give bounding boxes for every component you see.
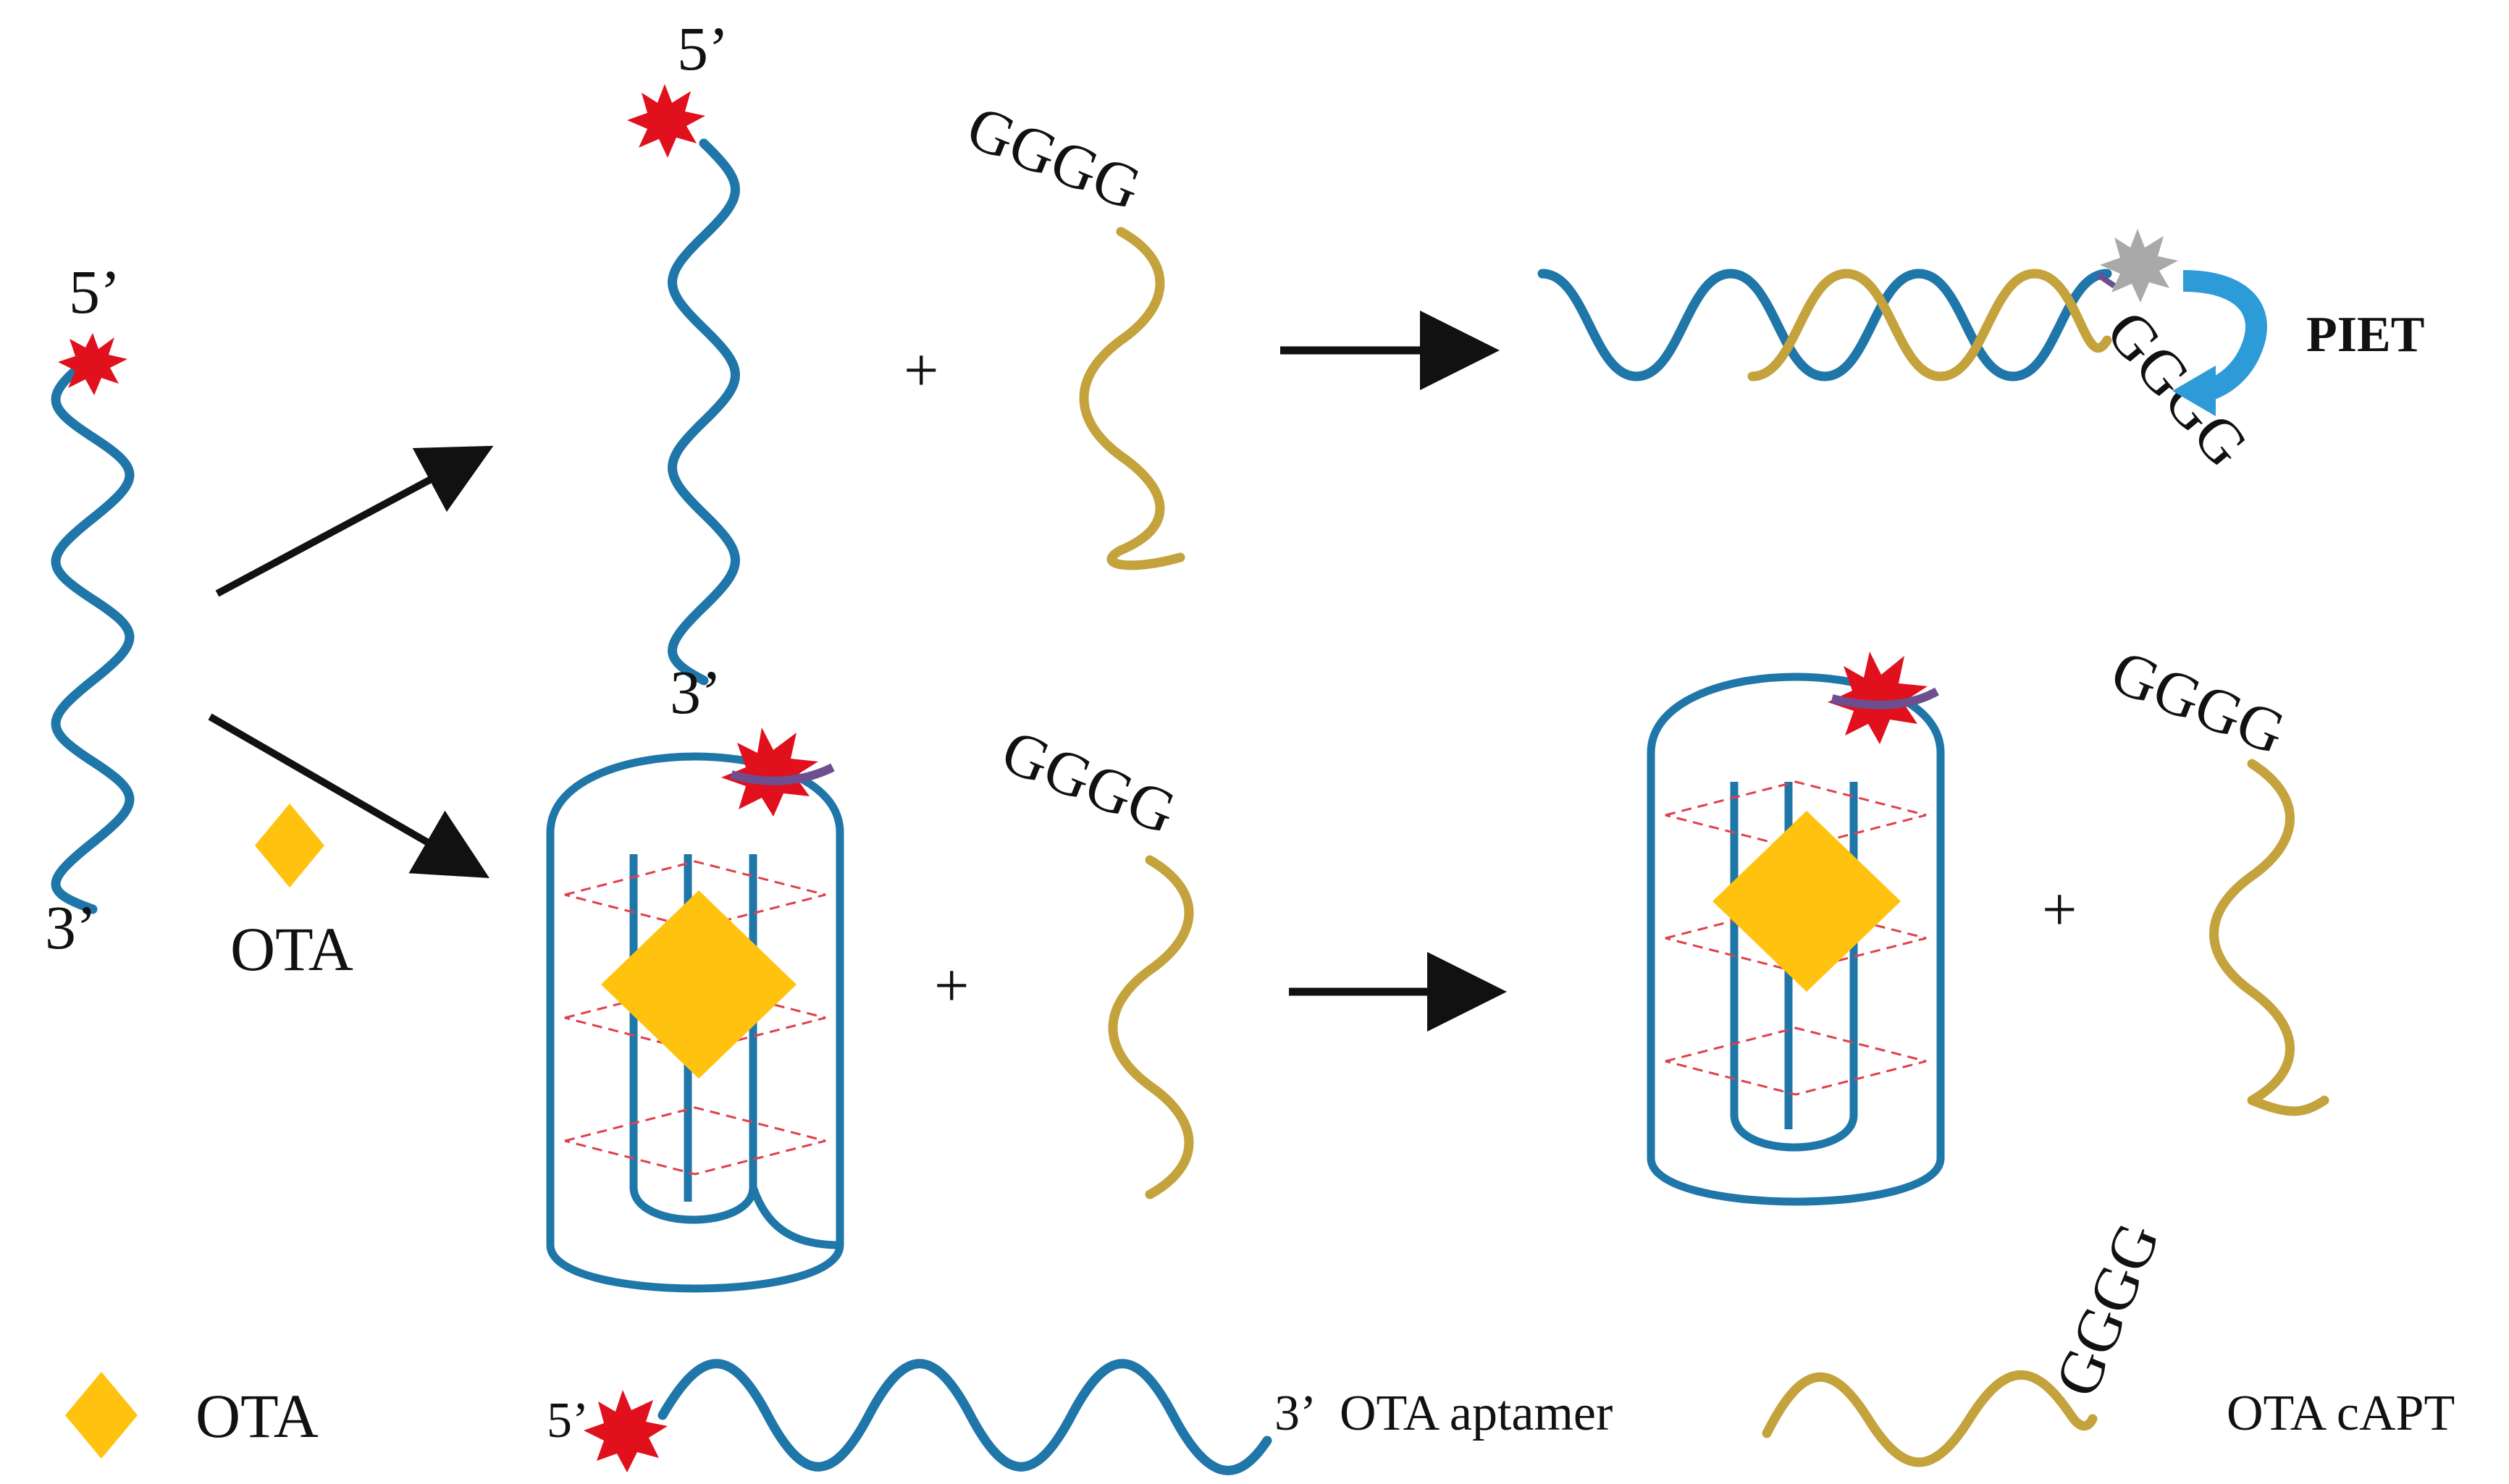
star-burst-icon [2100, 229, 2178, 303]
three-prime-label: 3’ [670, 657, 722, 727]
legend-five-prime: 5’ [547, 1393, 589, 1449]
aptamer-strand [51, 351, 135, 914]
legend: OTA 5’ 3’ OTA aptamer GGGG OTA cAPT [65, 1213, 2455, 1475]
star-burst-icon [1828, 652, 1928, 744]
plus-sign: + [904, 335, 939, 405]
overlap-band [1831, 687, 1939, 709]
legend-guanine-tail: GGGG [2041, 1213, 2173, 1406]
aptamer-strand [668, 138, 740, 686]
complementary-strand [1108, 855, 1194, 1200]
plus-sign: + [934, 950, 970, 1020]
aptamer-strand [657, 1359, 1272, 1475]
overlap-band [2096, 272, 2117, 289]
ota-label: OTA [230, 914, 353, 984]
guanine-tail-label: GGGG [2102, 636, 2295, 768]
legend-three-prime: 3’ [1274, 1386, 1316, 1441]
star-burst-icon [627, 84, 705, 158]
five-prime-label: 5’ [677, 14, 729, 83]
complementary-strand [1747, 269, 2112, 381]
star-burst-icon [58, 333, 127, 395]
diamond-icon [601, 890, 797, 1079]
top-row: 5’ 3’ + GGGG GGGG PIET [627, 14, 2424, 727]
diamond-icon [1712, 811, 1901, 992]
legend-aptamer-label: OTA aptamer [1340, 1386, 1613, 1441]
curved-arrow-icon [2182, 270, 2267, 402]
five-prime-label: 5’ [69, 257, 121, 326]
complementary-strand [1762, 1370, 2098, 1467]
guanine-tail-label: GGGG [993, 716, 1185, 848]
aptamer-strand [1537, 269, 2112, 381]
star-burst-icon [584, 1390, 668, 1472]
legend-capt-label: OTA cAPT [2227, 1386, 2455, 1441]
plus-sign: + [2042, 874, 2077, 944]
quadruplex-complex [546, 728, 844, 1293]
quadruplex-complex [1647, 652, 1945, 1206]
complementary-strand [2209, 759, 2329, 1116]
free-aptamer-left: 5’ 3’ [45, 257, 135, 962]
right-arrow-icon [215, 445, 494, 597]
right-arrow-icon [208, 713, 489, 879]
curved-arrow-head [2172, 366, 2216, 416]
bottom-row: + GGGG + GGGG [546, 636, 2329, 1293]
piet-label: PIET [2306, 307, 2424, 363]
diamond-icon [65, 1372, 138, 1459]
diamond-icon [255, 804, 324, 888]
star-burst-icon [721, 728, 818, 817]
guanine-tail-label: GGGG [958, 92, 1151, 224]
legend-ota-label: OTA [196, 1381, 319, 1451]
complementary-strand [1079, 227, 1185, 570]
three-prime-label: 3’ [45, 893, 97, 962]
overlap-band [730, 763, 835, 785]
